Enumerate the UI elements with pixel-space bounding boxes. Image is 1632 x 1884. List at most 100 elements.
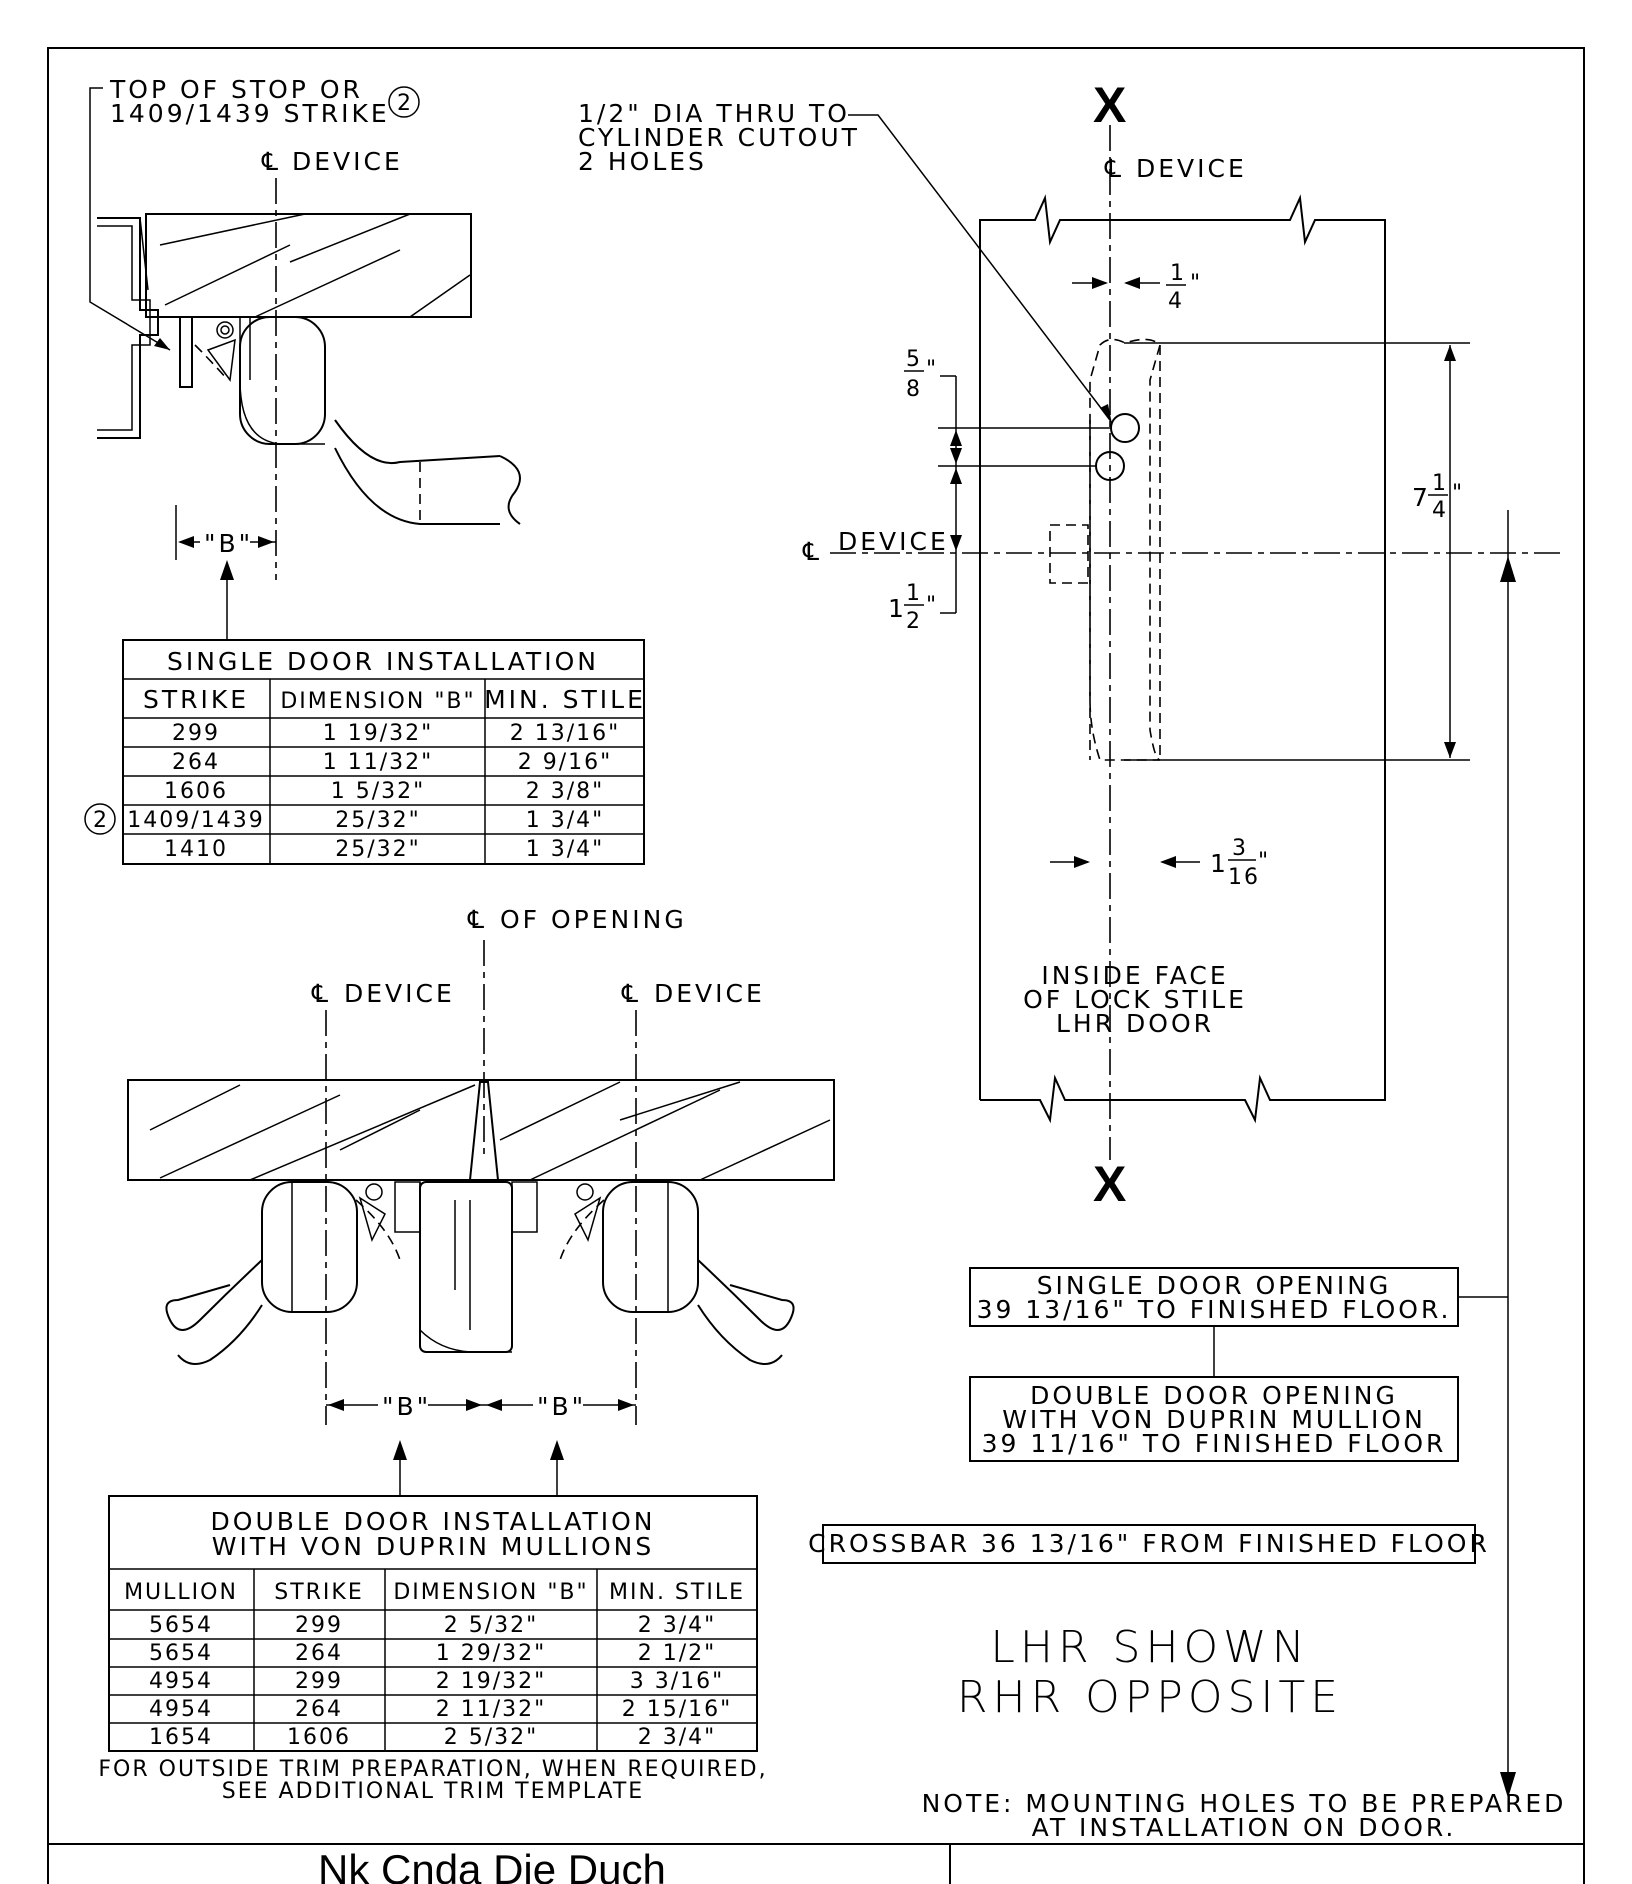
cl-symbol-left: ℄	[311, 979, 331, 1008]
double-table-frame	[108, 1495, 758, 1752]
cylinder-leader-arrow	[1100, 404, 1112, 424]
double-wood-grain	[529, 1089, 721, 1181]
wood-grain-1	[159, 213, 306, 246]
one-3-16-den: 16	[1228, 865, 1260, 890]
double-table-cell: 264	[295, 1697, 343, 1722]
dim-b-arrow-left	[178, 536, 194, 548]
double-wood-grain	[619, 1081, 741, 1121]
single-table-cell: 1606	[164, 779, 228, 804]
cl-device-left: DEVICE	[344, 979, 455, 1008]
device-outline	[1089, 338, 1161, 761]
single-header-dimension: DIMENSION "B"	[280, 689, 475, 714]
single-table-cell: 2 9/16"	[518, 750, 613, 775]
double-table-cell: 1 29/32"	[436, 1641, 547, 1666]
wood-grain-2	[164, 244, 291, 306]
right-lever-bottom	[697, 1304, 783, 1365]
double-door-section: ℄ OF OPENING ℄ DEVICE ℄ DEVICE	[127, 905, 835, 1496]
cl-device-single: DEVICE	[292, 147, 403, 176]
opening-callouts: SINGLE DOOR OPENING 39 13/16" TO FINISHE…	[808, 510, 1563, 1842]
stile-template: X X ℄ DEVICE 1/2" DIA THRU TO CYLINDER C…	[578, 77, 1560, 1212]
stop-leader	[89, 87, 171, 351]
five-eighths-arrow-top	[950, 430, 962, 446]
one-half-num: 1	[906, 581, 922, 606]
wood-grain-4	[289, 213, 411, 263]
cylinder-note-1: 1/2" DIA THRU TO	[578, 99, 850, 128]
double-table-cell: 2 3/4"	[638, 1725, 717, 1750]
frame-profile-inner	[97, 225, 151, 431]
stop-leader-arrow	[154, 338, 170, 350]
lever-arm-top	[334, 419, 501, 465]
quarter-arrow-left	[1092, 277, 1108, 289]
one-half-den: 2	[906, 609, 922, 634]
double-table-cell: 4954	[149, 1697, 213, 1722]
single-table-cell: 1 19/32"	[323, 721, 434, 746]
cl-opening-label: OF OPENING	[500, 905, 687, 934]
single-table-cell: 1 5/32"	[331, 779, 426, 804]
x-mark-top: X	[1093, 77, 1126, 133]
single-door-table: SINGLE DOOR INSTALLATION STRIKE DIMENSIO…	[84, 639, 646, 865]
dim-b-double-arrow	[618, 1399, 634, 1411]
single-header-strike: STRIKE	[143, 685, 249, 714]
double-opening-line3: 39 11/16" TO FINISHED FLOOR	[982, 1429, 1447, 1458]
trim-note-line2: SEE ADDITIONAL TRIM TEMPLATE	[222, 1779, 644, 1804]
single-header-stile: MIN. STILE	[484, 685, 646, 714]
single-table-cell: 1 3/4"	[526, 808, 605, 833]
sheet-border	[47, 47, 1585, 1884]
mullion-strike-right	[511, 1181, 538, 1233]
right-latch-arc	[559, 1199, 605, 1261]
double-wood-grain	[699, 1119, 831, 1181]
double-table-cell: 2 5/32"	[444, 1613, 539, 1638]
inside-face-line2: OF LOCK STILE	[1023, 985, 1247, 1014]
mullion-strike-left	[394, 1181, 421, 1233]
single-table-cell: 1410	[164, 837, 228, 862]
single-opening-line1: SINGLE DOOR OPENING	[1037, 1271, 1392, 1300]
hidden-cutout	[1049, 524, 1089, 584]
seven-arrow-bottom	[1444, 742, 1456, 758]
seven-den: 4	[1432, 498, 1448, 523]
door-stile-outline	[979, 194, 1386, 1124]
note-line2: AT INSTALLATION ON DOOR.	[1032, 1813, 1457, 1842]
cl-symbol-right: ℄	[621, 979, 641, 1008]
one-half-arrow-top	[950, 468, 962, 484]
double-header-dimension: DIMENSION "B"	[393, 1580, 588, 1605]
double-wood-grain	[159, 1094, 341, 1179]
table-pointer-single-arrow	[220, 560, 234, 580]
five-eighths-den: 8	[906, 377, 922, 402]
dim-b-double-mask	[533, 1393, 583, 1417]
quarter-inch: "	[1190, 271, 1202, 296]
seven-num: 1	[1432, 471, 1448, 496]
cylinder-hole-top	[1110, 413, 1140, 443]
seven-arrow-top	[1444, 345, 1456, 361]
double-wood-grain	[149, 1084, 241, 1131]
left-latch-roller	[365, 1183, 383, 1201]
double-header-mullion: MULLION	[124, 1580, 238, 1605]
left-device-head	[261, 1181, 358, 1313]
single-door-section: TOP OF STOP OR 1409/1439 STRIKE 2 ℄	[89, 75, 521, 640]
double-table-cell: 2 19/32"	[436, 1669, 547, 1694]
floor-dim-arrow-bottom	[1500, 1772, 1516, 1798]
double-header-stile: MIN. STILE	[609, 1580, 745, 1605]
cl-symbol-single: ℄	[261, 147, 281, 176]
double-opening-line2: WITH VON DUPRIN MULLION	[1002, 1405, 1426, 1434]
left-lever	[165, 1259, 263, 1331]
circled-ref-2-table-text: 2	[93, 808, 109, 833]
dim-b-mask	[200, 530, 250, 554]
device-head-inner	[239, 317, 325, 445]
wood-grain-5	[409, 274, 471, 318]
single-table-cell: 25/32"	[335, 808, 421, 833]
latch-bolt	[206, 338, 236, 382]
left-latch	[358, 1196, 386, 1243]
crossbar-box	[822, 1524, 1476, 1564]
double-table-cell: 299	[295, 1669, 343, 1694]
circled-ref-2-top-text: 2	[397, 91, 413, 116]
dim-b-double-arrow	[466, 1399, 482, 1411]
one-half-inch: "	[926, 593, 938, 618]
single-table-cell: 1 11/32"	[323, 750, 434, 775]
one-3-16-whole: 1	[1210, 849, 1229, 878]
double-table-cell: 5654	[149, 1641, 213, 1666]
top-of-stop-line2: 1409/1439 STRIKE	[110, 99, 390, 128]
double-table-title-2: WITH VON DUPRIN MULLIONS	[212, 1532, 654, 1561]
seven-whole: 7	[1412, 483, 1431, 512]
dim-b-label-double-right: "B"	[537, 1392, 586, 1421]
